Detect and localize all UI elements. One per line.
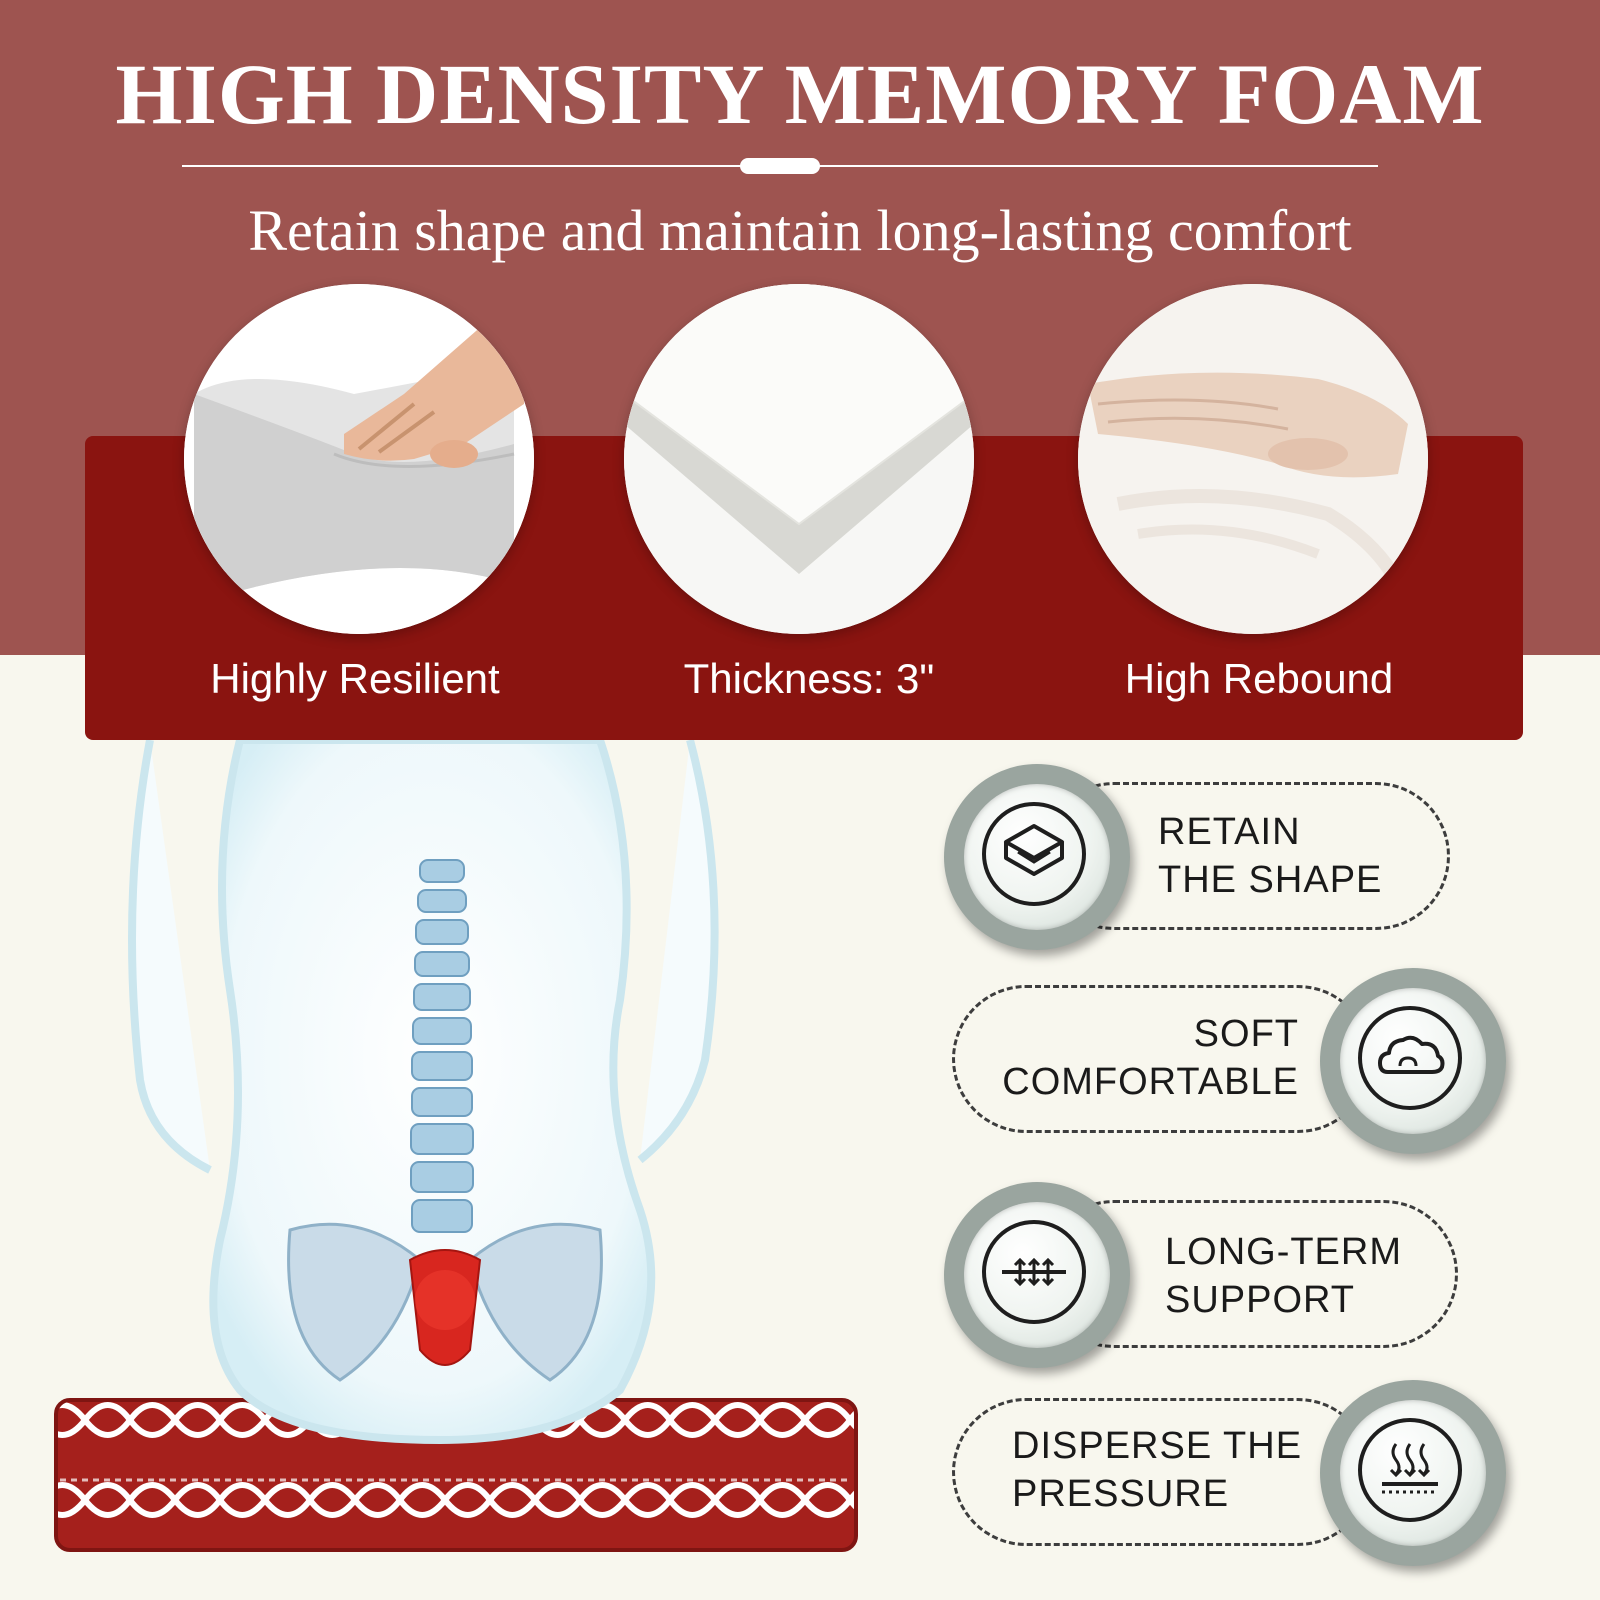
benefit-line: DISPERSE THE: [1012, 1425, 1303, 1467]
page-subtitle: Retain shape and maintain long-lasting c…: [248, 198, 1352, 263]
support-arrows-icon: [982, 1220, 1086, 1324]
feature-label-rebound: High Rebound: [1124, 655, 1394, 702]
benefit-line: RETAIN: [1158, 811, 1301, 853]
benefit-badge: [944, 764, 1130, 950]
feature-image-resilient: [184, 284, 534, 634]
feature-label-thickness: Thickness: 3": [683, 655, 935, 702]
feature-label-resilient: Highly Resilient: [210, 655, 500, 702]
benefit-text-long-term-support: LONG-TERM SUPPORT: [1165, 1228, 1402, 1324]
benefit-line: SUPPORT: [1165, 1279, 1356, 1321]
benefit-line: THE SHAPE: [1158, 859, 1383, 901]
page-title: HIGH DENSITY MEMORY FOAM: [115, 46, 1485, 142]
benefit-badge: [944, 1182, 1130, 1368]
feature-image-thickness: [624, 284, 974, 634]
benefit-text-soft-comfortable: SOFT COMFORTABLE: [984, 1010, 1299, 1106]
benefit-line: SOFT: [1193, 1013, 1299, 1055]
feature-image-rebound: [1078, 284, 1428, 634]
title-divider-ornament: [740, 158, 820, 174]
benefit-text-retain-shape: RETAIN THE SHAPE: [1158, 808, 1382, 904]
layers-icon: [982, 802, 1086, 906]
benefit-badge: [1320, 1380, 1506, 1566]
benefit-badge: [1320, 968, 1506, 1154]
cloud-icon: [1358, 1006, 1462, 1110]
benefit-line: PRESSURE: [1012, 1473, 1230, 1515]
benefit-text-disperse-pressure: DISPERSE THE PRESSURE: [1012, 1422, 1302, 1518]
benefit-line: LONG-TERM: [1165, 1231, 1402, 1273]
pressure-waves-icon: [1358, 1418, 1462, 1522]
benefit-line: COMFORTABLE: [1002, 1061, 1299, 1103]
spine-illustration: [40, 736, 860, 1560]
